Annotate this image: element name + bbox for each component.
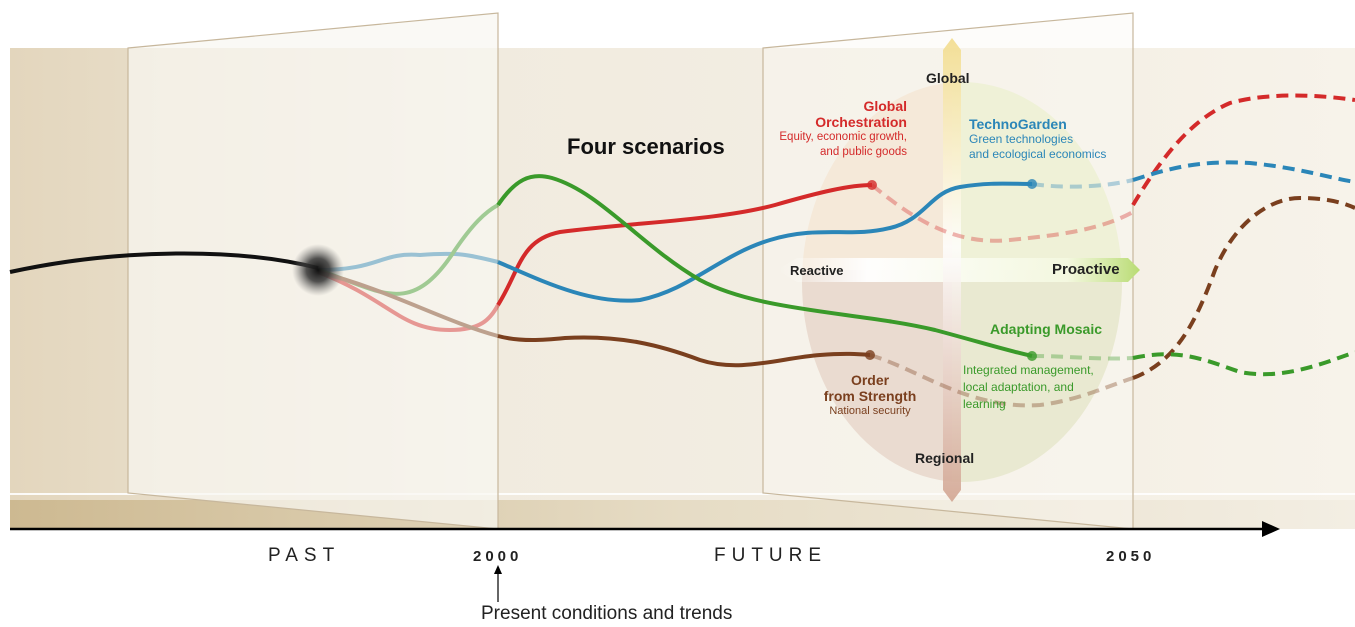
year-2050-label: 2050 xyxy=(1106,548,1156,565)
technogarden-line xyxy=(497,181,1033,303)
axis-label-regional: Regional xyxy=(915,450,975,466)
global-orchestration-label: Global Orchestration Equity, economic gr… xyxy=(779,98,907,160)
future-label: FUTURE xyxy=(714,545,828,566)
branching-origin xyxy=(292,244,344,296)
technogarden-label: TechnoGarden Green technologies and ecol… xyxy=(969,116,1106,162)
order-from-strength-name-1: Order xyxy=(850,372,890,388)
order-from-strength-endpoint xyxy=(865,350,875,360)
future-projection-group xyxy=(1131,93,1355,380)
adapting-mosaic-desc-1: Integrated management, xyxy=(963,363,1094,377)
order-from-strength-projection xyxy=(1132,195,1355,380)
order-from-strength-label: Order from Strength National security xyxy=(820,372,920,419)
floor-band xyxy=(10,500,1355,529)
technogarden-endpoint xyxy=(1027,179,1037,189)
diagram-title: Four scenarios xyxy=(567,134,725,159)
adapting-mosaic-endpoint xyxy=(1027,351,1037,361)
time-axis-arrowhead xyxy=(1262,521,1280,537)
global-regional-arrow xyxy=(943,38,961,502)
present-conditions-label: Present conditions and trends xyxy=(481,603,733,624)
axis-label-global: Global xyxy=(926,70,970,86)
global-orchestration-desc-2: and public goods xyxy=(820,146,907,158)
global-orchestration-desc-1: Equity, economic growth, xyxy=(779,131,907,143)
adapting-mosaic-desc-3: learning xyxy=(963,397,1006,411)
order-from-strength-line xyxy=(497,334,871,368)
order-from-strength-name-2: from Strength xyxy=(823,388,917,404)
branch-fade-group xyxy=(317,203,500,338)
technogarden-name: TechnoGarden xyxy=(969,116,1067,132)
faded-projection-group xyxy=(869,178,1134,408)
past-label: PAST xyxy=(268,545,341,566)
technogarden-desc-2: and ecological economics xyxy=(969,147,1107,161)
adapting-mosaic-name: Adapting Mosaic xyxy=(990,321,1103,337)
global-orchestration-endpoint xyxy=(867,180,877,190)
adapting-mosaic-desc-2: local adaptation, and xyxy=(963,380,1074,394)
global-orchestration-name-1: Global xyxy=(863,98,907,114)
technogarden-projection xyxy=(1132,160,1355,184)
year-2000-label: 2000 xyxy=(473,548,523,565)
global-orchestration-name-2: Orchestration xyxy=(815,114,907,130)
technogarden-desc-1: Green technologies xyxy=(969,132,1074,146)
global-orchestration-projection xyxy=(1131,93,1355,207)
axis-label-proactive: Proactive xyxy=(1052,261,1120,278)
adapting-mosaic-line xyxy=(496,174,1033,358)
global-orchestration-line xyxy=(496,183,873,307)
adapting-mosaic-projection xyxy=(1132,350,1355,377)
adapting-mosaic-desc: Integrated management, local adaptation,… xyxy=(963,362,1094,413)
axis-label-reactive: Reactive xyxy=(790,263,844,278)
order-from-strength-desc: National security xyxy=(829,405,911,417)
past-trajectory-line xyxy=(9,251,319,274)
